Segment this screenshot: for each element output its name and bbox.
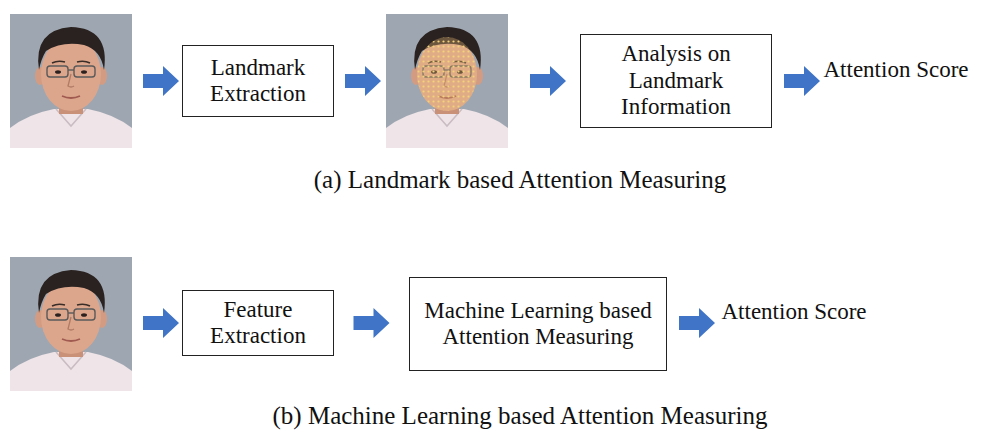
block-arrow xyxy=(784,66,820,96)
face-landmarks xyxy=(386,14,508,148)
face-photo xyxy=(10,14,132,148)
block-arrow xyxy=(143,66,179,96)
block-arrow xyxy=(354,308,390,338)
figure-caption: (a) Landmark based Attention Measuring xyxy=(120,166,920,195)
box-text: Landmark Extraction xyxy=(192,55,324,108)
process-box: Feature Extraction xyxy=(182,290,334,357)
block-arrow xyxy=(143,308,179,338)
face-photo xyxy=(386,14,508,148)
process-box: Landmark Extraction xyxy=(182,45,334,117)
box-text: Analysis on Landmark Information xyxy=(590,41,762,120)
box-text: Machine Learning based Attention Measuri… xyxy=(419,298,657,351)
face-photo xyxy=(10,14,132,148)
landmark-dots xyxy=(414,34,480,114)
figure-caption: (b) Machine Learning based Attention Mea… xyxy=(100,402,940,431)
process-box: Analysis on Landmark Information xyxy=(580,34,772,127)
output-label: Attention Score xyxy=(720,299,868,325)
block-arrow xyxy=(345,66,381,96)
box-text: Feature Extraction xyxy=(192,297,324,350)
output-label: Attention Score xyxy=(822,57,970,83)
face-photo xyxy=(10,257,132,391)
process-box: Machine Learning based Attention Measuri… xyxy=(409,277,667,371)
block-arrow xyxy=(679,308,715,338)
block-arrow xyxy=(530,66,566,96)
face-photo xyxy=(10,257,132,391)
